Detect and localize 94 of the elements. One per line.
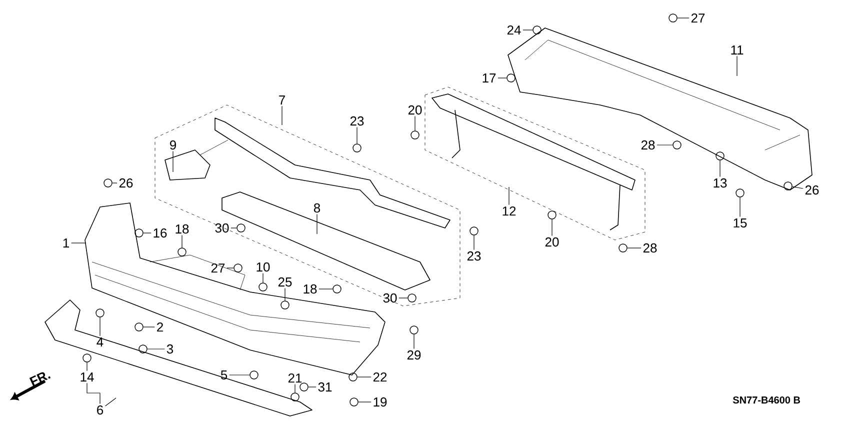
circle [258,282,268,292]
circle [234,264,242,272]
circle [82,354,92,362]
leader-line [357,376,372,378]
callout-number: 29 [407,350,421,360]
callout-number: 14 [80,372,94,382]
leader-line [308,386,316,388]
circle [290,392,300,402]
leader-line [262,273,264,283]
callout-number: 17 [482,74,496,82]
callout-number: 28 [643,243,657,253]
callout-number: 12 [502,206,516,216]
callout-number: 9 [170,140,176,150]
circle [506,74,516,82]
callout-number: 7 [279,96,285,104]
circle [408,294,416,302]
leader-line [284,288,286,301]
leader-line [143,326,155,328]
callout-number: 27 [211,263,225,273]
circle [348,372,358,382]
callout-number: 26 [119,178,133,188]
circle [548,210,556,220]
callout-number: 23 [350,116,364,126]
leader-line [414,116,416,131]
circle [138,344,148,354]
callout-number: 20 [545,237,559,247]
circle [672,140,682,150]
circle [668,14,678,22]
callout-number: 6 [97,405,104,415]
leader-line [172,151,174,172]
circle [532,26,542,34]
circle [250,370,258,380]
circle [352,144,362,152]
circle [96,308,104,318]
circle [236,224,246,232]
circle [134,228,144,238]
callout-number: 30 [215,223,229,233]
callout-number: 3 [166,344,174,354]
leader-line [792,186,804,189]
circle [332,284,342,294]
leader-line [316,214,318,234]
callout-number: 13 [714,178,727,188]
callout-number: 15 [734,218,747,228]
leader-line [71,242,86,244]
leader-line [147,348,165,350]
circle [736,188,744,198]
leader-line [86,382,100,404]
leader-line [356,127,358,144]
callout-number: 18 [176,224,189,234]
leader-line [736,56,738,76]
leader-line [143,232,152,234]
leader-line [294,384,296,393]
circle [104,178,112,188]
circle [716,152,724,160]
callout-number: 26 [805,185,819,195]
callout-number: 31 [318,382,332,392]
circle [784,182,792,190]
callout-number: 24 [507,25,521,35]
direction-label: FR. [29,372,51,386]
part-code: SN77-B4600 B [732,396,800,404]
callout-number: 22 [373,372,387,382]
callout-number: 5 [220,370,228,380]
circle [134,322,144,332]
callout-number: 18 [304,284,317,294]
leader-line [112,182,118,184]
leader-line [105,398,116,406]
callout-number: 25 [278,277,292,287]
leader-line [318,288,333,290]
callout-number: 30 [383,293,397,303]
callout-number: 21 [288,373,302,383]
callout-number: 4 [96,338,104,346]
callout-number: 2 [157,322,163,332]
callout-number: 8 [314,203,320,213]
circle [280,300,290,310]
callout-number: 11 [731,46,744,54]
callout-number: 28 [641,140,655,150]
circle [410,326,418,334]
callout-number: 23 [467,251,481,261]
callout-number: 27 [691,13,705,23]
callout-number: 10 [256,262,270,272]
circle [618,244,628,252]
callout-number: 16 [154,228,167,238]
leader-line [656,144,673,146]
callout-number: 19 [374,397,387,407]
circle [178,248,186,256]
circle [410,130,420,140]
circle [350,398,358,406]
callout-number: 20 [408,105,422,115]
leader-line [508,186,510,206]
circle [470,226,478,236]
leader-line [86,362,88,372]
callout-number: 1 [63,238,69,248]
leader-line [229,374,250,376]
circle [300,382,308,392]
